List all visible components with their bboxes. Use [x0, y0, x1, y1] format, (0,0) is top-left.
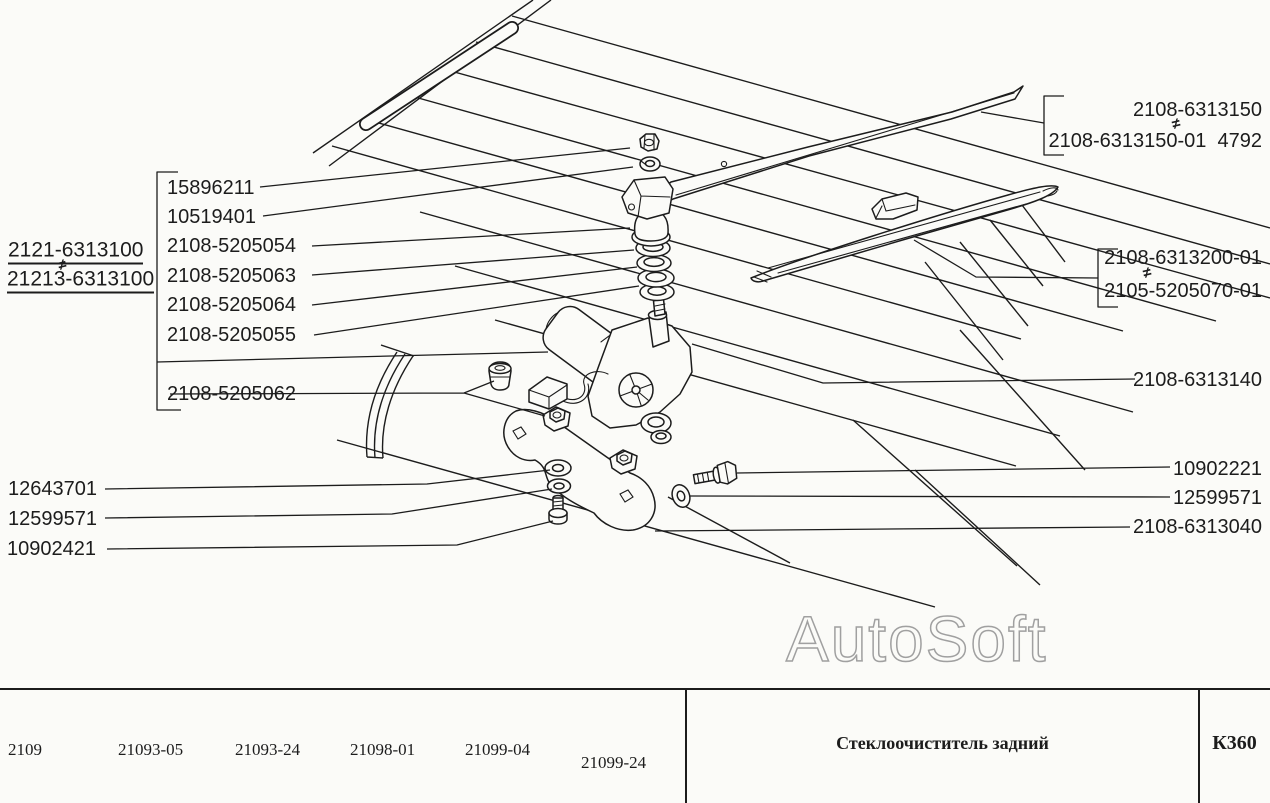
body-panel-curve — [365, 344, 415, 459]
table-column-1: 2109 21091 21093 21093-01 21093-02 — [8, 694, 73, 803]
part-label-2108-6313140: 2108-6313140 — [1132, 369, 1262, 391]
part-label-10902221: 10902221 — [1173, 458, 1262, 480]
electrical-connector — [528, 376, 568, 410]
motor-wiring — [562, 371, 609, 404]
part-label-2108-6313040: 2108-6313040 — [1132, 516, 1262, 538]
part-label-12599571-right: 12599571 — [1173, 487, 1262, 509]
group-label-bottom: 21213-6313100 — [7, 269, 155, 294]
part-label-2108-6313150-01: 2108-6313150-01 4792 — [1048, 130, 1262, 152]
assembly-title: Стеклоочиститель задний — [836, 733, 1049, 753]
part-label-2108-6313150: 2108-6313150 — [1132, 99, 1262, 121]
bolt — [692, 460, 738, 485]
pivot-nut — [639, 133, 660, 152]
rubber-grommet — [488, 361, 512, 391]
catalog-code: К360 — [1212, 732, 1257, 754]
fasteners — [544, 459, 738, 525]
part-label-2108-5205054: 2108-5205054 — [167, 235, 297, 257]
table-column-4: 21098-01 21098-22 21099 21099-01 21099-0… — [350, 694, 415, 803]
arm-rivet — [720, 160, 728, 168]
table-cell: 2109 — [8, 739, 42, 759]
part-label-2108-5205062: 2108-5205062 — [167, 383, 297, 405]
table-column-6: 21099-24 210996 210996-01 210996-22 — [581, 705, 655, 803]
table-cell: 21098-01 — [350, 739, 416, 759]
part-label-2108-5205055: 2108-5205055 — [167, 324, 297, 346]
table-column-3: 21093-24 21093-25 21096 21097 21098 — [235, 694, 300, 803]
table-cell: 21099-24 — [581, 753, 647, 772]
part-label-2108-6313200-01: 2108-6313200-01 — [1104, 247, 1262, 269]
part-label-15896211: 15896211 — [167, 177, 255, 199]
wiper-blade — [750, 185, 1059, 283]
part-label-2108-5205064: 2108-5205064 — [167, 294, 297, 316]
part-label-10902421: 10902421 — [7, 538, 96, 560]
part-label-12599571-left: 12599571 — [8, 508, 97, 530]
leader-lines — [104, 111, 1171, 550]
table-grid — [0, 688, 1270, 803]
table-cell: 21099-04 — [465, 739, 531, 759]
wiper-motor — [528, 291, 693, 445]
table-column-5: 21099-04 21099-20 21099-21 21099-22 2109… — [465, 694, 530, 803]
group-label-top: 2121-6313100 — [8, 240, 144, 265]
part-label-12643701: 12643701 — [8, 478, 97, 500]
autosoft-watermark: AutoSoft — [785, 602, 1048, 676]
blade-adapter-clip — [871, 192, 919, 220]
washer — [671, 484, 691, 508]
pivot-cover — [621, 176, 674, 220]
part-label-2105-5205070-01: 2105-5205070-01 — [1104, 280, 1262, 302]
table-cell: 21093-05 — [118, 739, 184, 759]
wiper-arm — [656, 85, 1024, 208]
mounting-bracket — [503, 406, 656, 532]
grouping-brackets — [156, 95, 1118, 411]
table-column-2: 21093-05 21093-20 21093-21 21093-22 2109… — [118, 694, 183, 803]
part-label-2108-5205063: 2108-5205063 — [167, 265, 297, 287]
pivot-shaft-stack — [621, 133, 675, 302]
part-label-10519401: 10519401 — [167, 206, 256, 228]
rear-window-hatch-lines — [312, 0, 1270, 608]
table-cell: 21093-24 — [235, 739, 301, 759]
